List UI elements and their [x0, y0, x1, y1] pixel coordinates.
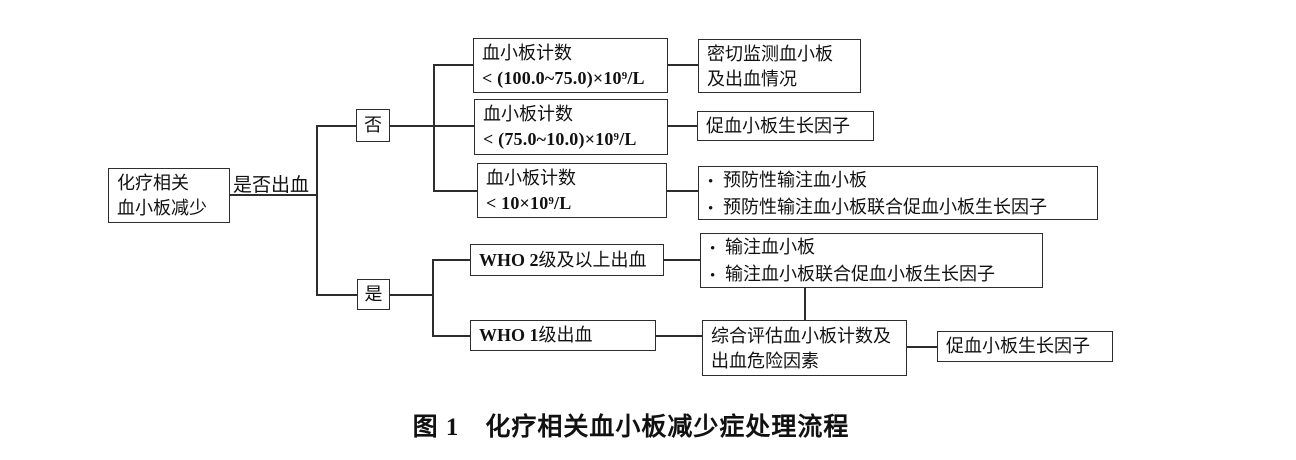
- connector-to-no-box: [316, 125, 356, 127]
- cond1-line2: < (100.0~75.0)×10⁹/L: [482, 68, 645, 88]
- branch-no-label: 否: [364, 115, 382, 135]
- cond3-line2: < 10×10⁹/L: [486, 193, 572, 213]
- evaluate-line1: 综合评估血小板计数及: [711, 326, 891, 346]
- connector-yes-to-junction: [390, 294, 433, 296]
- node-cond-who1: WHO 1级出血: [470, 320, 656, 351]
- cond3-line1: 血小板计数: [486, 168, 576, 188]
- result1-line1: 密切监测血小板: [707, 44, 833, 64]
- cond2-line2: < (75.0~10.0)×10⁹/L: [483, 129, 637, 149]
- node-result-transfusion: • 输注血小板 • 输注血小板联合促血小板生长因子: [700, 233, 1043, 288]
- figure-caption: 图 1 化疗相关血小板减少症处理流程: [412, 414, 850, 441]
- who2-rest: 级及以上出血: [538, 249, 647, 270]
- bullet-icon: •: [710, 241, 716, 257]
- connector-yes-branch-vertical: [432, 259, 434, 337]
- who2-grade: WHO 2: [479, 249, 539, 270]
- node-branch-no: 否: [356, 109, 390, 142]
- bullet-item: • 输注血小板: [701, 235, 1042, 262]
- node-root: 化疗相关 血小板减少: [108, 168, 230, 223]
- bullet-icon: •: [708, 201, 714, 217]
- node-branch-yes: 是: [357, 279, 390, 310]
- cond1-line1: 血小板计数: [482, 43, 572, 63]
- who1-label: WHO 1级出血: [479, 323, 655, 348]
- result2-text: 促血小板生长因子: [706, 115, 850, 136]
- node-result-prophylactic: • 预防性输注血小板 • 预防性输注血小板联合促血小板生长因子: [698, 166, 1098, 220]
- connector-main-branch-vertical: [316, 125, 318, 296]
- connector-cond3-to-result3: [667, 190, 698, 192]
- node-result-growth-factor-1: 促血小板生长因子: [697, 111, 874, 141]
- node-root-line2: 血小板减少: [117, 197, 207, 218]
- bullet-item: • 预防性输注血小板联合促血小板生长因子: [699, 195, 1097, 222]
- yes-result1-bullet2: 输注血小板联合促血小板生长因子: [725, 264, 995, 284]
- connector-cond1-to-result1: [668, 64, 698, 66]
- node-root-line1: 化疗相关: [117, 172, 189, 193]
- branch-yes-label: 是: [364, 284, 383, 304]
- node-evaluate: 综合评估血小板计数及 出血危险因素: [702, 320, 907, 376]
- connector-cond2-to-result2: [668, 125, 697, 127]
- result3-bullet2: 预防性输注血小板联合促血小板生长因子: [723, 197, 1047, 217]
- node-result-growth-factor-2: 促血小板生长因子: [937, 331, 1113, 362]
- yes-result1-bullet1: 输注血小板: [725, 237, 815, 257]
- connector-to-yes-box: [316, 294, 357, 296]
- evaluate-line2: 出血危险因素: [711, 351, 819, 371]
- connector-who1-to-evaluate: [652, 335, 702, 337]
- connector-to-cond3: [433, 190, 477, 192]
- node-cond-platelet-10: 血小板计数 < 10×10⁹/L: [477, 163, 667, 218]
- connector-result-to-evaluate: [804, 287, 806, 320]
- result3-bullet1: 预防性输注血小板: [723, 170, 867, 190]
- node-cond-platelet-100-75: 血小板计数 < (100.0~75.0)×10⁹/L: [473, 38, 668, 93]
- connector-no-branch-vertical: [433, 64, 435, 192]
- node-result-monitor: 密切监测血小板 及出血情况: [698, 39, 861, 93]
- who2-label: WHO 2级及以上出血: [479, 248, 663, 273]
- who1-grade: WHO 1: [479, 325, 539, 345]
- connector-to-who2: [432, 259, 470, 261]
- connector-no-to-cond2: [390, 125, 475, 127]
- yes-result2-text: 促血小板生长因子: [946, 336, 1090, 356]
- connector-root-to-junction: [227, 194, 317, 196]
- bullet-item: • 输注血小板联合促血小板生长因子: [701, 262, 1042, 289]
- connector-who2-to-result: [663, 259, 700, 261]
- decision-label: 是否出血: [233, 175, 310, 196]
- bullet-icon: •: [710, 268, 716, 284]
- connector-to-who1: [432, 335, 470, 337]
- who1-rest: 级出血: [538, 325, 593, 345]
- node-cond-platelet-75-10: 血小板计数 < (75.0~10.0)×10⁹/L: [474, 99, 668, 155]
- bullet-icon: •: [708, 174, 714, 190]
- cond2-line1: 血小板计数: [483, 104, 573, 124]
- connector-to-cond1: [433, 64, 473, 66]
- bullet-item: • 预防性输注血小板: [699, 168, 1097, 195]
- result1-line2: 及出血情况: [707, 69, 797, 89]
- node-cond-who2: WHO 2级及以上出血: [470, 244, 664, 276]
- connector-evaluate-to-result: [907, 346, 937, 348]
